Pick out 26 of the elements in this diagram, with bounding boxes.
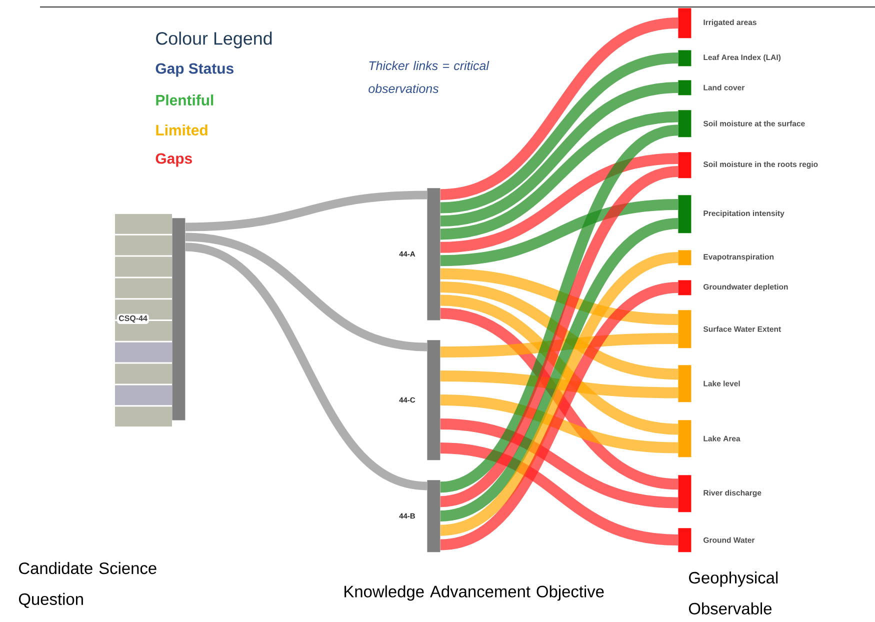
flow-band: [440, 294, 679, 435]
flow-band: [440, 308, 679, 490]
flow-band: [440, 282, 678, 380]
flow-band: [440, 153, 678, 253]
column-heading: Geophysical Observable: [688, 572, 778, 614]
note-text: Thicker links = critical observations: [368, 60, 490, 94]
column-heading: Knowledge Advancement Objective: [344, 585, 604, 601]
flow-band: [185, 190, 428, 232]
flow-band: [440, 18, 679, 200]
flow-band: [440, 198, 678, 266]
flow-band: [440, 111, 678, 240]
legend-heading: Gap Status: [156, 63, 234, 77]
legend-entry: Limited: [156, 124, 208, 136]
flow-band: [184, 242, 428, 490]
flow-band: [439, 282, 679, 550]
column-heading: Candidate Science Question: [19, 562, 156, 608]
flow-band: [440, 52, 679, 214]
flow-band: [440, 82, 679, 226]
flow-band: [439, 218, 680, 522]
flow-band: [440, 332, 678, 358]
legend-title: Colour Legend: [156, 32, 272, 48]
flow-band: [440, 268, 678, 325]
legend-entry: Plentiful: [156, 94, 214, 106]
flow-band: [439, 252, 680, 536]
legend-entry: Gaps: [156, 153, 192, 167]
flow-band: [185, 232, 428, 352]
